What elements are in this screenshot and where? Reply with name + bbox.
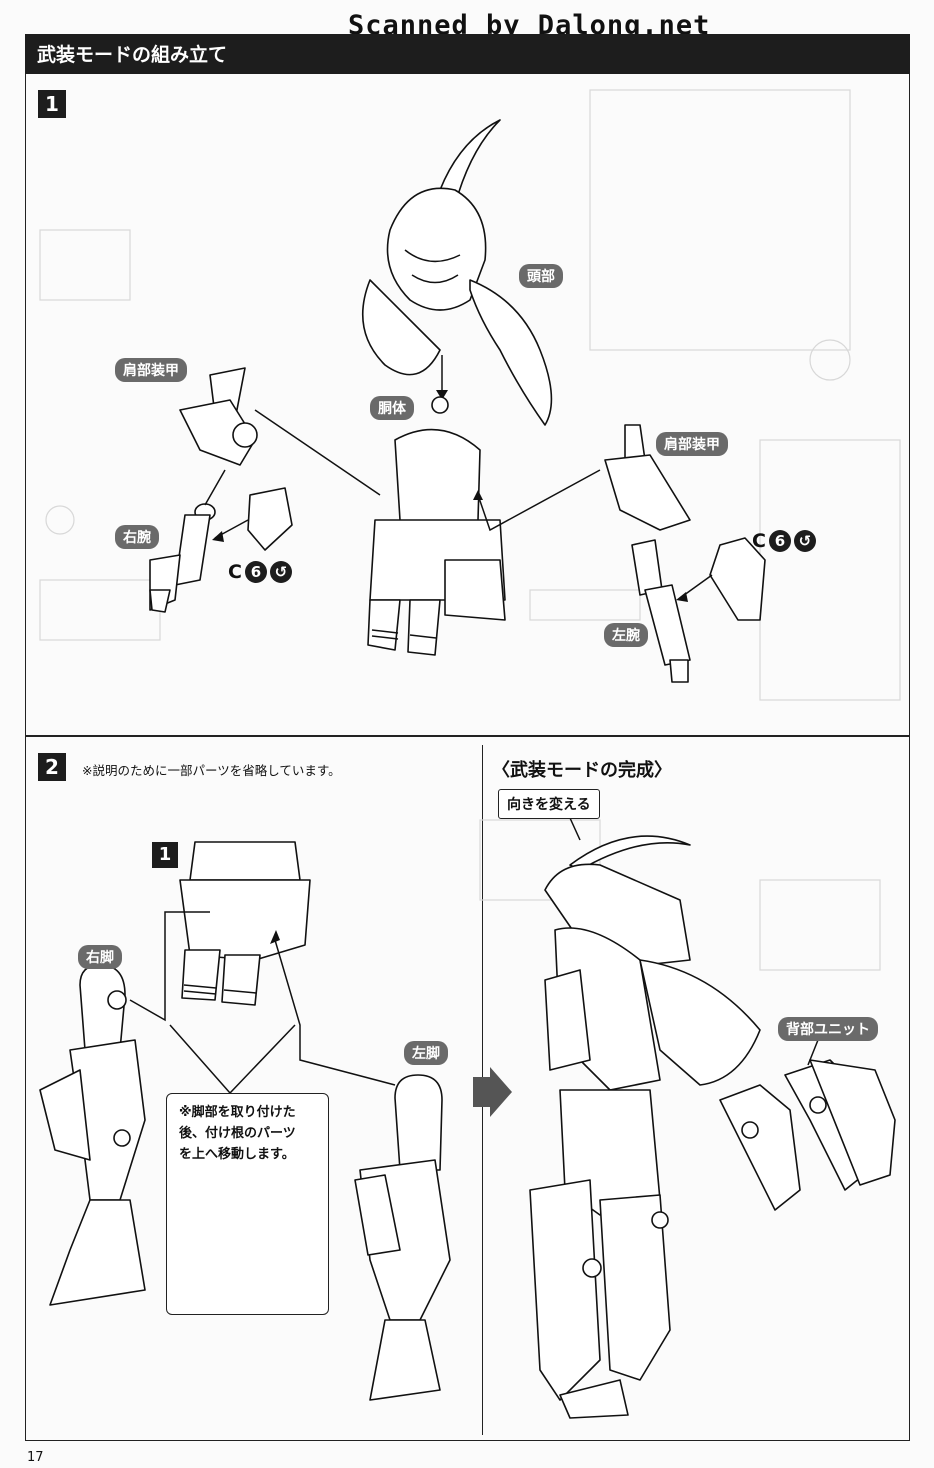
page-title: 武装モードの組み立て (37, 44, 228, 66)
step-1-reference: 1 (152, 842, 178, 868)
note-box: ※脚部を取り付けた 後、付け根のパーツ を上へ移動します。 (166, 1093, 329, 1315)
step-2-note: ※説明のために一部パーツを省略しています。 (82, 763, 341, 778)
step-2-panel (25, 736, 910, 1441)
back-unit-pointer (807, 1039, 819, 1066)
note-line-1: ※脚部を取り付けた (179, 1105, 296, 1120)
right-leg-illustration (39, 964, 146, 1306)
right-leg-leader (129, 911, 210, 1022)
label-torso: 胴体 (370, 396, 414, 420)
left-shoulder-leader (477, 469, 601, 532)
cut-icon: ↺ (793, 530, 816, 552)
head-part-illustration (362, 119, 553, 426)
turn-callout-pointer (569, 817, 581, 841)
completion-arrow (473, 1067, 512, 1117)
label-right-arm: 右腕 (115, 525, 159, 549)
note-box-text: ※脚部を取り付けた 後、付け根のパーツ を上へ移動します。 (179, 1102, 296, 1165)
right-arm-illustration (149, 503, 216, 613)
step-1-panel (25, 74, 910, 736)
note-line-3: を上へ移動します。 (179, 1147, 295, 1162)
header-bar: 武装モードの組み立て (25, 34, 910, 74)
label-right-shoulder-armor: 肩部装甲 (115, 358, 187, 382)
left-leg-leader (274, 939, 396, 1086)
part-code-letter: C (752, 530, 766, 552)
step2-lower-body-illustration (179, 841, 311, 1006)
part-code-left: C 6 ↺ (752, 530, 816, 552)
right-shoulder-leader (254, 409, 381, 496)
note-pointer (169, 1024, 296, 1095)
left-arm-illustration (631, 539, 691, 683)
part-code-letter: C (228, 561, 242, 583)
part-code-number: 6 (768, 530, 791, 552)
part-code-number: 6 (244, 561, 267, 583)
page-number: 17 (27, 1450, 44, 1465)
left-shoulder-armor-illustration (604, 424, 691, 531)
left-leg-illustration (354, 1074, 451, 1401)
cut-icon: ↺ (269, 561, 292, 583)
step-1-number: 1 (38, 90, 66, 118)
turn-callout: 向きを変える (498, 789, 600, 819)
label-back-unit: 背部ユニット (778, 1017, 878, 1041)
right-hand-part-illustration (247, 487, 293, 551)
right-arm-leader (204, 469, 226, 506)
label-left-arm: 左腕 (604, 623, 648, 647)
note-line-2: 後、付け根のパーツ (179, 1126, 296, 1141)
completion-title: 〈武装モードの完成〉 (492, 760, 672, 781)
part-code-right: C 6 ↺ (228, 561, 292, 583)
left-hand-part-illustration (709, 537, 766, 621)
torso-illustration (367, 396, 506, 656)
label-left-shoulder-armor: 肩部装甲 (656, 432, 728, 456)
back-unit-illustration (719, 1059, 896, 1211)
label-head: 頭部 (519, 264, 563, 288)
head-arrow-tip (436, 390, 448, 400)
completed-figure-illustration (529, 835, 761, 1419)
label-left-leg: 左脚 (404, 1041, 448, 1065)
step-2-number: 2 (38, 753, 66, 781)
label-right-leg: 右脚 (78, 945, 122, 969)
right-shoulder-armor-illustration (179, 367, 258, 466)
